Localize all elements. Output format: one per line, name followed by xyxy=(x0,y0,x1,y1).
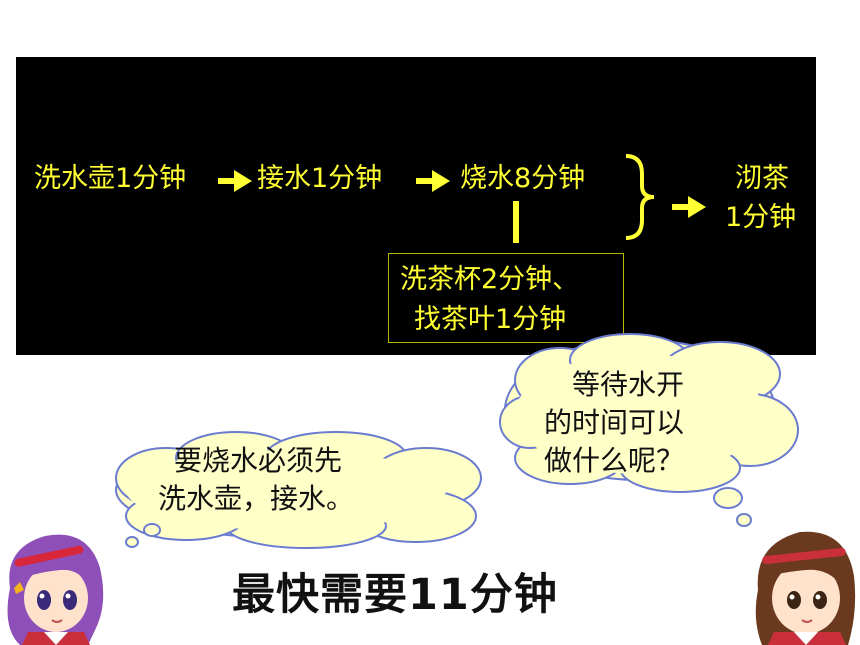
brace-icon xyxy=(625,154,655,240)
left-cloud-line1: 要烧水必须先 xyxy=(174,444,343,477)
parallel-task-line1: 洗茶杯2分钟、 xyxy=(400,264,580,295)
girl-avatar-left xyxy=(7,534,104,645)
step-boil-water: 烧水8分钟 xyxy=(460,163,586,194)
arrow-right-icon xyxy=(416,170,450,192)
right-cloud-line3: 做什么呢？ xyxy=(544,444,685,477)
left-thought-cloud xyxy=(115,431,482,549)
parallel-task-line2: 找茶叶1分钟 xyxy=(414,304,567,335)
right-cloud-line1: 等待水开 xyxy=(572,368,685,401)
arrow-right-icon xyxy=(672,196,706,218)
parallel-tasks-box xyxy=(388,253,624,343)
right-thought-cloud xyxy=(499,333,799,527)
step-fill-water: 接水1分钟 xyxy=(257,163,383,194)
step-make-tea-line1: 沏茶 xyxy=(735,163,789,194)
girl-avatar-right xyxy=(755,531,856,645)
headline: 最快需要11分钟 xyxy=(232,570,558,620)
step-wash-kettle: 洗水壶1分钟 xyxy=(34,163,187,194)
right-cloud-line2: 的时间可以 xyxy=(544,406,685,439)
step-make-tea-line2: 1分钟 xyxy=(725,202,797,233)
connector-bar xyxy=(513,201,519,243)
arrow-right-icon xyxy=(218,170,252,192)
left-cloud-line2: 洗水壶，接水。 xyxy=(158,482,355,515)
